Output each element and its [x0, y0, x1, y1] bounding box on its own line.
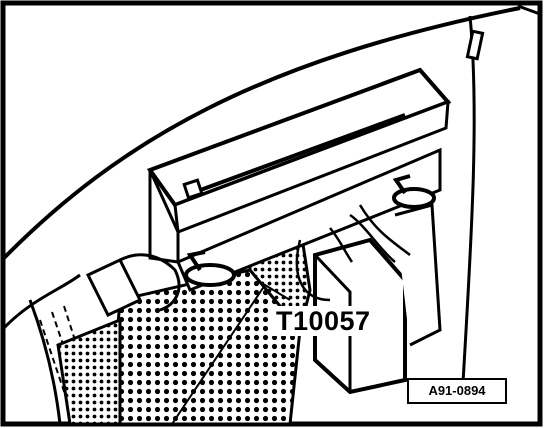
door-panel-line: [460, 15, 476, 401]
tool-callout-label: T10057: [272, 306, 377, 336]
cable-bundle: [329, 204, 411, 263]
tool-leader-line: [171, 283, 291, 425]
grille-panel-bottom: [56, 317, 122, 426]
door-switch: [465, 29, 485, 61]
dashboard-edge-inner: [28, 299, 62, 425]
connector-box-right: [394, 203, 442, 347]
radio-lower-body: [176, 147, 442, 292]
windshield-edge: [0, 6, 521, 262]
release-hook-left-stem: [186, 250, 206, 272]
release-hook-right-stem: [392, 174, 411, 195]
connector-box-front: [313, 253, 352, 392]
cd-slot: [194, 113, 406, 194]
wire-loop: [295, 239, 331, 302]
dashboard-edge-left: [0, 273, 81, 332]
reference-code-box: A91-0894: [407, 378, 507, 404]
mount-bracket-arm: [119, 253, 181, 312]
radio-button: [182, 178, 204, 200]
radio-unit-face: [173, 99, 450, 235]
mount-bracket-left: [85, 258, 143, 317]
release-hook-right: [392, 187, 436, 209]
a-pillar-edge: [517, 4, 542, 424]
release-hook-left: [184, 263, 236, 287]
